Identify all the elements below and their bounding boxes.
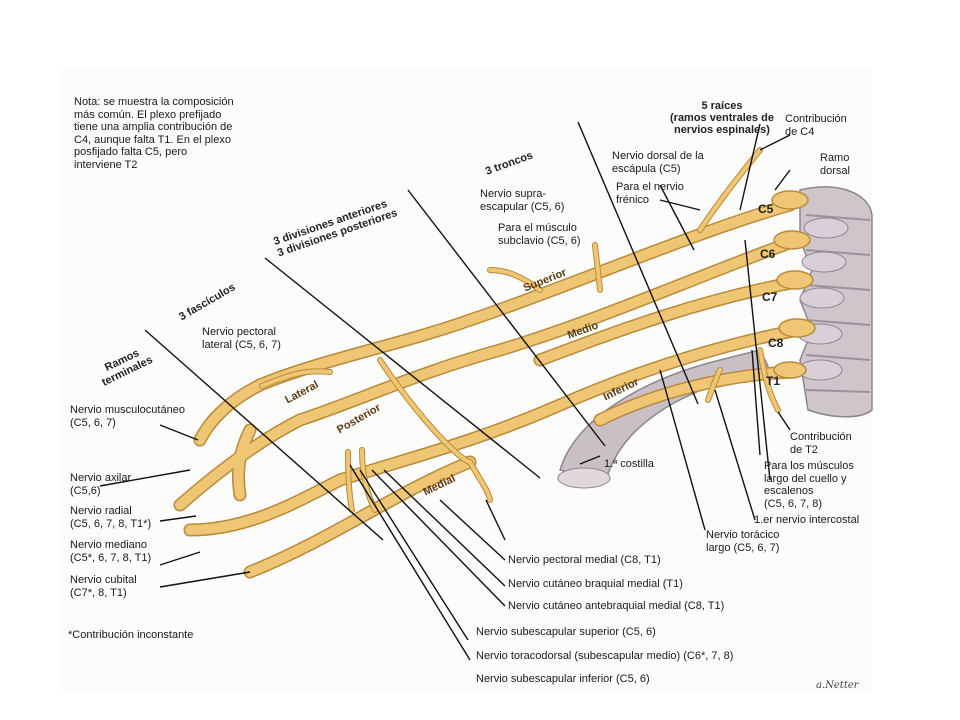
division-lines <box>99 121 791 661</box>
label-radial: Nervio radial (C5, 6, 7, 8, T1*) <box>70 505 152 530</box>
heading-roots: 5 raíces (ramos ventrales de nervios esp… <box>670 100 774 136</box>
label-cubital: Nervio cubital (C7*, 8, T1) <box>70 574 137 599</box>
label-toracico-largo: Nervio torácico largo (C5, 6, 7) <box>706 529 780 554</box>
label-musculocutaneo: Nervio musculocutáneo (C5, 6, 7) <box>70 404 185 429</box>
composition-note: Nota: se muestra la composición más comú… <box>74 96 234 171</box>
label-pectoral-lateral: Nervio pectoral lateral (C5, 6, 7) <box>202 326 281 351</box>
label-frenico: Para el nervio frénico <box>616 181 684 206</box>
label-subclavio: Para el músculo subclavio (C5, 6) <box>498 222 581 247</box>
label-footnote: *Contribución inconstante <box>68 629 194 641</box>
vertebral-column <box>797 186 873 418</box>
label-contrib-t2: Contribución de T2 <box>790 431 852 456</box>
label-supraescapular: Nervio supra- escapular (C5, 6) <box>480 188 565 213</box>
label-subescapular-inferior: Nervio subescapular inferior (C5, 6) <box>476 673 650 685</box>
root-label-t1: T1 <box>766 374 781 388</box>
label-toracodorsal: Nervio toracodorsal (subescapular medio)… <box>476 650 734 662</box>
root-label-c7: C7 <box>762 290 778 304</box>
label-axilar: Nervio axilar (C5,6) <box>70 472 132 497</box>
root-label-c5: C5 <box>758 202 774 216</box>
artist-signature: a.Netter <box>816 680 859 691</box>
label-subescapular-superior: Nervio subescapular superior (C5, 6) <box>476 626 656 638</box>
label-ramo-dorsal: Ramo dorsal <box>820 152 850 177</box>
root-label-c6: C6 <box>760 247 776 261</box>
label-cutaneo-braquial: Nervio cutáneo braquial medial (T1) <box>508 578 683 590</box>
first-rib-cut-end <box>557 467 611 489</box>
nerve-bundle <box>173 147 816 579</box>
label-mediano: Nervio mediano (C5*, 6, 7, 8, T1) <box>70 539 152 564</box>
label-dorsal-escapula: Nervio dorsal de la escápula (C5) <box>612 150 704 175</box>
label-largo-cuello: Para los músculos largo del cuello y esc… <box>764 460 854 510</box>
label-primera-costilla: 1.ª costilla <box>604 458 654 470</box>
label-intercostal: 1.er nervio intercostal <box>754 514 860 526</box>
root-label-c8: C8 <box>768 336 784 350</box>
label-cutaneo-antebraquial: Nervio cutáneo antebraquial medial (C8, … <box>508 600 725 612</box>
label-contrib-c4: Contribución de C4 <box>785 113 847 138</box>
label-pectoral-medial: Nervio pectoral medial (C8, T1) <box>508 554 661 566</box>
